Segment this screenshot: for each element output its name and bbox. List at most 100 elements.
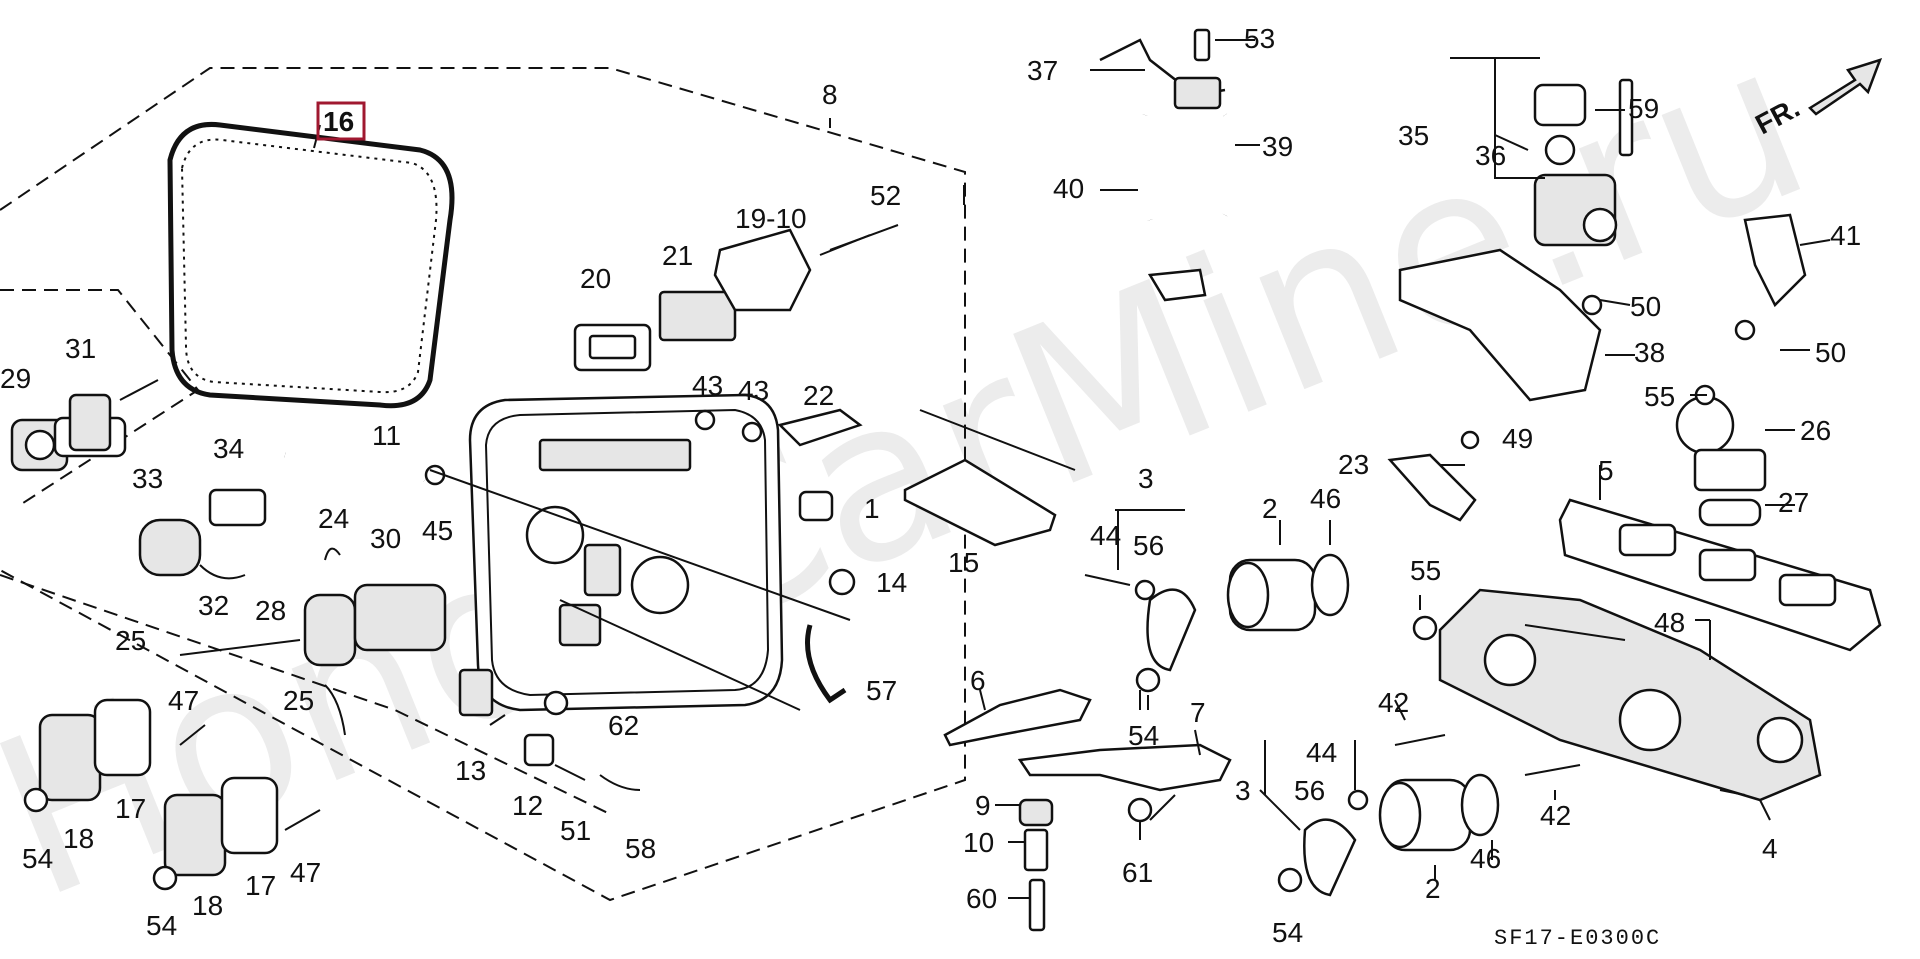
diagram-code: SF17-E0300C (1494, 926, 1661, 951)
cover-plate (429, 393, 851, 712)
callout-12[interactable]: 12 (512, 790, 543, 821)
callout-37[interactable]: 37 (1027, 55, 1058, 86)
callout-18b[interactable]: 18 (192, 890, 223, 921)
callout-25a[interactable]: 25 (115, 625, 146, 656)
callout-47a[interactable]: 47 (168, 685, 199, 716)
callout-23[interactable]: 23 (1338, 449, 1369, 480)
highlight-box-16 (316, 101, 366, 141)
right-bolts (1387, 430, 1711, 776)
callout-2a[interactable]: 2 (1262, 493, 1278, 524)
callout-20[interactable]: 20 (580, 263, 611, 294)
throttle-parts-upper (1084, 553, 1350, 672)
callout-24[interactable]: 24 (318, 503, 349, 534)
callout-36[interactable]: 36 (1475, 140, 1506, 171)
brackets-6-7 (943, 667, 1232, 932)
callout-43b[interactable]: 43 (738, 375, 769, 406)
callout-34[interactable]: 34 (213, 433, 244, 464)
callout-56b[interactable]: 56 (1294, 775, 1325, 806)
callout-54b[interactable]: 54 (146, 910, 177, 941)
callout-43a[interactable]: 43 (692, 370, 723, 401)
callout-40[interactable]: 40 (1053, 173, 1084, 204)
callout-42b[interactable]: 42 (1540, 800, 1571, 831)
callout-55a[interactable]: 55 (1644, 381, 1675, 412)
callout-3b[interactable]: 3 (1235, 775, 1251, 806)
hoses-37-40 (1099, 28, 1245, 302)
callout-6[interactable]: 6 (970, 665, 986, 696)
callout-42a[interactable]: 42 (1378, 687, 1409, 718)
callout-32[interactable]: 32 (198, 590, 229, 621)
callout-14[interactable]: 14 (876, 567, 907, 598)
callout-25b[interactable]: 25 (283, 685, 314, 716)
callout-52[interactable]: 52 (870, 180, 901, 211)
callout-30[interactable]: 30 (370, 523, 401, 554)
callout-17a[interactable]: 17 (115, 793, 146, 824)
callout-5[interactable]: 5 (1598, 455, 1614, 486)
callout-59[interactable]: 59 (1628, 93, 1659, 124)
callout-17b[interactable]: 17 (245, 870, 276, 901)
callout-55b[interactable]: 55 (1410, 555, 1441, 586)
callout-1[interactable]: 1 (864, 493, 880, 524)
callout-7[interactable]: 7 (1190, 697, 1206, 728)
callout-46a[interactable]: 46 (1310, 483, 1341, 514)
callout-19-10[interactable]: 19-10 (735, 203, 807, 234)
callout-62[interactable]: 62 (608, 710, 639, 741)
callout-10[interactable]: 10 (963, 827, 994, 858)
callout-29[interactable]: 29 (0, 363, 31, 394)
callout-2b[interactable]: 2 (1425, 873, 1441, 904)
callout-46b[interactable]: 46 (1470, 843, 1501, 874)
callout-13[interactable]: 13 (455, 755, 486, 786)
callout-54c[interactable]: 54 (1128, 720, 1159, 751)
bracket-15 (903, 458, 1057, 547)
callout-39[interactable]: 39 (1262, 131, 1293, 162)
callout-18a[interactable]: 18 (63, 823, 94, 854)
callout-11[interactable]: 11 (372, 420, 401, 451)
intake-manifold-4 (1438, 588, 1822, 802)
part-29-31-assembly (10, 379, 159, 472)
callout-49[interactable]: 49 (1502, 423, 1533, 454)
callout-50b[interactable]: 50 (1815, 337, 1846, 368)
callout-51[interactable]: 51 (560, 815, 591, 846)
callout-labels: 16 8 52 19-10 20 21 22 43 43 1 14 15 57 … (0, 23, 1861, 948)
callout-28[interactable]: 28 (255, 595, 286, 626)
part-26-27 (1675, 384, 1767, 527)
callout-21[interactable]: 21 (662, 240, 693, 271)
callout-33[interactable]: 33 (132, 463, 163, 494)
callout-60[interactable]: 60 (966, 883, 997, 914)
callout-41[interactable]: 41 (1830, 220, 1861, 251)
callout-26[interactable]: 26 (1800, 415, 1831, 446)
callout-54d[interactable]: 54 (1272, 917, 1303, 948)
callout-9[interactable]: 9 (975, 790, 991, 821)
callout-57[interactable]: 57 (866, 675, 897, 706)
callout-4[interactable]: 4 (1762, 833, 1778, 864)
callout-35[interactable]: 35 (1398, 120, 1429, 151)
callout-22[interactable]: 22 (803, 380, 834, 411)
callout-38[interactable]: 38 (1634, 337, 1665, 368)
callout-58[interactable]: 58 (625, 833, 656, 864)
hose-11 (284, 450, 446, 486)
callout-8[interactable]: 8 (822, 79, 838, 110)
callout-48[interactable]: 48 (1654, 607, 1685, 638)
part-35-38-assembly (1398, 78, 1807, 402)
small-brackets (694, 408, 863, 596)
callout-61[interactable]: 61 (1122, 857, 1153, 888)
callout-54a[interactable]: 54 (22, 843, 53, 874)
callout-27[interactable]: 27 (1778, 487, 1809, 518)
lower-center-parts (458, 624, 847, 791)
callout-47b[interactable]: 47 (290, 857, 321, 888)
callout-44b[interactable]: 44 (1306, 737, 1337, 768)
callout-45[interactable]: 45 (422, 515, 453, 546)
leader-lines (313, 39, 1831, 899)
callout-31[interactable]: 31 (65, 333, 96, 364)
manifold-gasket-5 (1558, 498, 1882, 652)
callout-15[interactable]: 15 (948, 547, 979, 578)
parts-19-21 (573, 224, 899, 372)
callout-44a[interactable]: 44 (1090, 520, 1121, 551)
callout-53[interactable]: 53 (1244, 23, 1275, 54)
callout-3a[interactable]: 3 (1138, 463, 1154, 494)
left-lower-parts (23, 488, 447, 891)
callout-16[interactable]: 16 (323, 106, 354, 137)
gasket-16 (167, 121, 455, 409)
callout-50a[interactable]: 50 (1630, 291, 1661, 322)
callout-56a[interactable]: 56 (1133, 530, 1164, 561)
